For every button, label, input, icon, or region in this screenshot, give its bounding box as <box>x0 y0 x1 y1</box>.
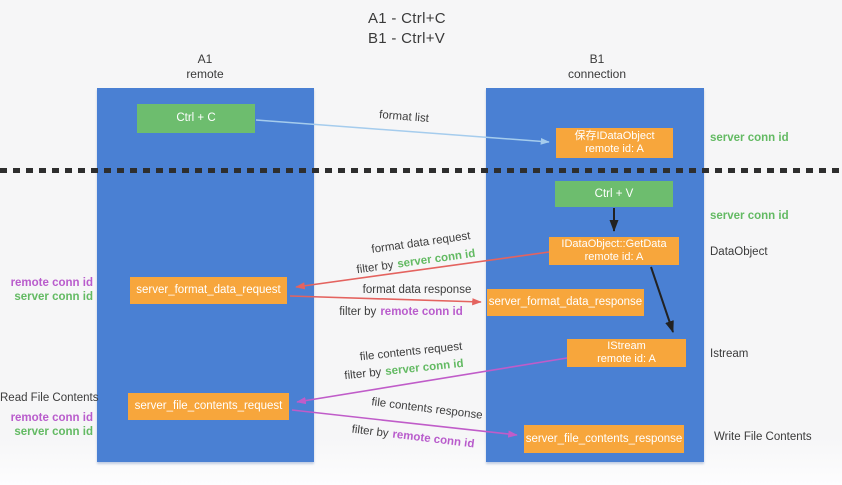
server-conn-id-text: server conn id <box>396 247 477 271</box>
left-file-conn-ids: remote conn id server conn id <box>0 411 93 439</box>
server-conn-id-label-top: server conn id <box>710 132 789 144</box>
server-file-contents-request-node: server_file_contents_request <box>128 393 289 420</box>
remote-conn-id-text: remote conn id <box>391 428 476 451</box>
server-format-data-response-node: server_format_data_response <box>487 289 644 316</box>
lane-a1-title: A1 <box>197 52 213 66</box>
lane-b1-subtitle: connection <box>567 67 627 81</box>
ctrl-c-node: Ctrl + C <box>137 104 255 133</box>
remote-conn-id-label: remote conn id <box>10 277 93 289</box>
lane-header-a1: A1 remote <box>145 52 265 82</box>
filter-by-text: filter by <box>350 423 390 440</box>
file-contents-response-label: file contents response <box>370 396 484 422</box>
server-conn-id-text: server conn id <box>384 357 465 378</box>
remote-conn-id-label: remote conn id <box>10 412 93 424</box>
dataobject-label: DataObject <box>710 246 768 258</box>
save-idataobject-node: 保存IDataObject remote id: A <box>556 128 673 158</box>
ctrl-c-label: Ctrl + C <box>176 112 216 124</box>
read-file-contents-label: Read File Contents <box>0 392 99 404</box>
ctrl-v-node: Ctrl + V <box>555 181 673 207</box>
title-line-1: A1 - Ctrl+C <box>368 10 446 27</box>
server-conn-id-label: server conn id <box>14 291 93 303</box>
filter-by-text: filter by <box>343 366 382 383</box>
lane-header-b1: B1 connection <box>537 52 657 82</box>
server-format-data-response-label: server_format_data_response <box>488 296 643 308</box>
ctrl-v-label: Ctrl + V <box>594 187 634 200</box>
write-file-contents-label: Write File Contents <box>714 431 812 443</box>
left-format-conn-ids: remote conn id server conn id <box>0 276 93 304</box>
diagram-title: A1 - Ctrl+C B1 - Ctrl+V <box>368 9 446 49</box>
lane-b1-title: B1 <box>589 52 605 66</box>
filter-by-text: filter by <box>355 259 395 277</box>
server-file-contents-response-node: server_file_contents_response <box>524 425 684 453</box>
filter-by-text: filter by <box>339 306 377 318</box>
istream-line2: remote id: A <box>597 353 656 365</box>
istream-node: IStream remote id: A <box>567 339 686 367</box>
format-data-response-arrow <box>289 295 482 306</box>
lane-a1-subtitle: remote <box>186 67 224 81</box>
getdata-line2: remote id: A <box>584 251 644 263</box>
format-list-label: format list <box>378 109 430 125</box>
server-format-data-request-label: server_format_data_request <box>136 284 281 296</box>
format-data-response-label: format data response <box>362 284 472 296</box>
server-conn-id-label: server conn id <box>14 426 93 438</box>
server-file-contents-request-label: server_file_contents_request <box>134 400 283 412</box>
server-file-contents-response-label: server_file_contents_response <box>525 432 683 445</box>
save-idataobject-line2: remote id: A <box>585 143 644 155</box>
server-conn-id-label-mid: server conn id <box>710 210 789 222</box>
getdata-line1: IDataObject::GetData <box>561 238 667 250</box>
idataobject-getdata-node: IDataObject::GetData remote id: A <box>549 237 679 265</box>
remote-conn-id-text: remote conn id <box>380 306 463 318</box>
server-format-data-request-node: server_format_data_request <box>130 277 287 304</box>
title-line-2: B1 - Ctrl+V <box>368 30 446 47</box>
save-idataobject-line1: 保存IDataObject <box>574 130 655 142</box>
clipboard-boundary-dotted-line <box>0 168 842 173</box>
istream-side-label: Istream <box>710 348 749 360</box>
istream-line1: IStream <box>607 340 646 352</box>
